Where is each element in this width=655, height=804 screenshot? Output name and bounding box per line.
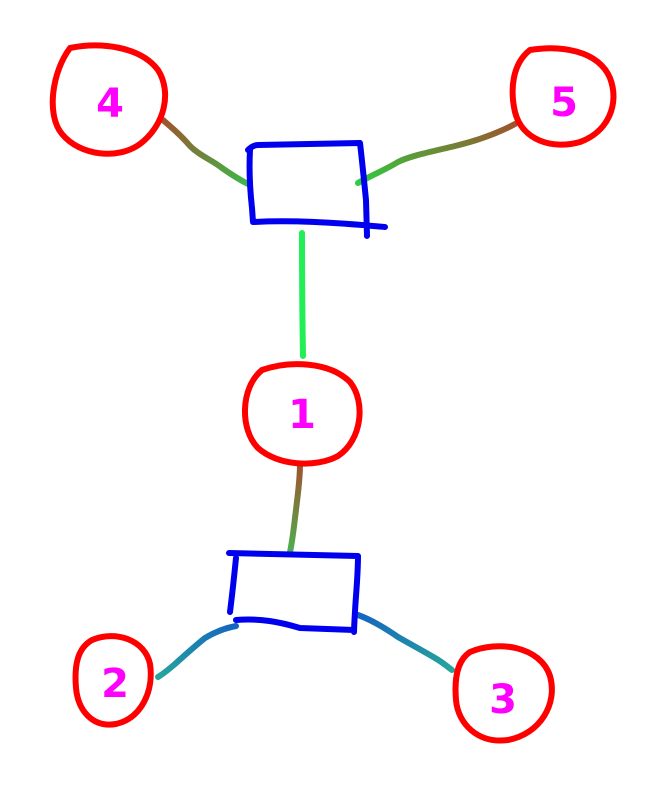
edge-5-to-top-box [355,121,518,186]
node-1-circle [242,361,363,467]
edge-4-to-top-box [160,117,251,187]
node-4: 4 [49,42,169,157]
node-5: 5 [509,45,617,148]
edge-bottom-box-to-3 [355,612,455,673]
node-2-label: 2 [101,661,129,707]
node-5-circle [509,45,617,148]
bottom-rectangle-node [226,550,361,635]
edge-bottom-box-to-2 [155,623,239,680]
node-4-label: 4 [96,81,124,127]
node-3-label: 3 [489,677,517,723]
node-2-circle [72,633,154,728]
node-3-circle [452,643,555,744]
edge-1-to-bottom-box [287,461,303,555]
node-1-label: 1 [288,392,316,438]
node-4-circle [49,42,169,157]
node-2: 2 [72,633,154,728]
node-5-label: 5 [550,80,578,126]
node-3: 3 [452,643,555,744]
edge-top-box-to-1 [299,230,306,359]
node-1: 1 [242,361,363,467]
top-rectangle-node [245,140,388,239]
